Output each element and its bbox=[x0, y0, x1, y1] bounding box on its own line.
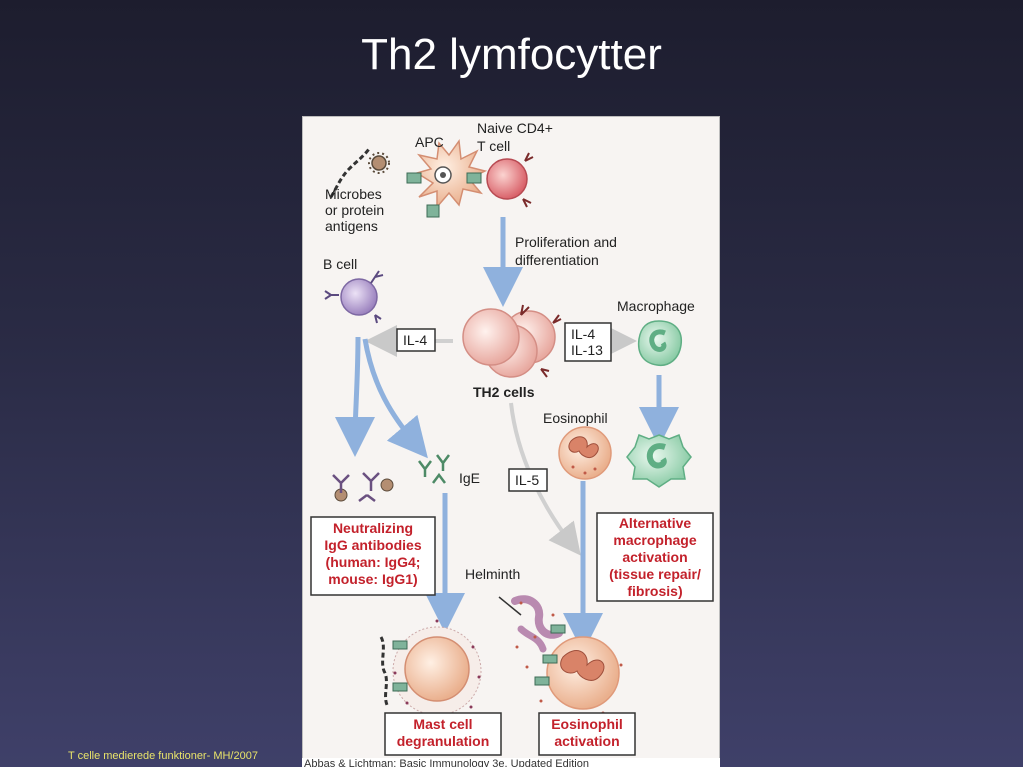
alternative-line-2: macrophage bbox=[613, 532, 696, 548]
neutralizing-igg-box bbox=[310, 516, 436, 596]
naive-t-cell-icon bbox=[486, 152, 534, 208]
label-microbes-line1: Microbes bbox=[325, 186, 382, 202]
activated-macrophage-icon bbox=[626, 434, 692, 488]
alternative-line-1: Alternative bbox=[619, 515, 692, 531]
slide-title: Th2 lymfocytter bbox=[361, 30, 662, 79]
alternative-line-4: (tissue repair/ bbox=[609, 566, 701, 582]
label-naive-line2: T cell bbox=[477, 138, 510, 154]
il4-il13-box bbox=[564, 322, 612, 362]
il4-left-box bbox=[396, 328, 436, 352]
th2-cells-icon bbox=[462, 304, 562, 378]
eos-act-line-1: Eosinophil bbox=[551, 716, 623, 732]
mast-cell-icon bbox=[379, 619, 482, 723]
apc-cell-icon bbox=[406, 138, 488, 218]
label-microbes-line3: antigens bbox=[325, 218, 378, 234]
mast-line-1: Mast cell bbox=[413, 716, 472, 732]
label-ige: IgE bbox=[459, 470, 480, 486]
il5-box bbox=[508, 468, 548, 492]
footer-text: T celle medierede funktioner- MH/2007 bbox=[68, 750, 258, 762]
igg-antibodies-icon bbox=[332, 472, 394, 502]
alternative-line-3: activation bbox=[622, 549, 687, 565]
label-helminth: Helminth bbox=[465, 566, 520, 582]
th2-diagram-figure: APC Naive CD4+ T cell Microbes or protei… bbox=[302, 116, 720, 767]
b-cell-icon bbox=[324, 270, 384, 324]
alternative-line-5: fibrosis) bbox=[627, 583, 682, 599]
label-apc: APC bbox=[415, 134, 444, 150]
label-eosinophil: Eosinophil bbox=[543, 410, 608, 426]
eos-act-line-2: activation bbox=[554, 733, 619, 749]
label-il4-right: IL-4 bbox=[571, 326, 595, 342]
neutralizing-line-4: mouse: IgG1) bbox=[328, 571, 417, 587]
mast-line-2: degranulation bbox=[397, 733, 490, 749]
macrophage-icon bbox=[637, 320, 683, 367]
neutralizing-line-3: (human: IgG4; bbox=[326, 554, 421, 570]
activated-eosinophil-icon bbox=[525, 624, 623, 715]
mast-cell-degranulation-box bbox=[384, 712, 502, 756]
microbe-icon bbox=[329, 148, 390, 198]
label-il5: IL-5 bbox=[515, 472, 539, 488]
figure-caption: Abbas & Lichtman: Basic Immunology 3e. U… bbox=[302, 758, 720, 767]
label-naive-line1: Naive CD4+ bbox=[477, 120, 553, 136]
arrow-bcell-to-igg bbox=[335, 336, 376, 457]
eosinophil-activation-box bbox=[538, 712, 636, 756]
label-b-cell: B cell bbox=[323, 256, 357, 272]
th2-diagram-svg: APC Naive CD4+ T cell Microbes or protei… bbox=[310, 120, 714, 756]
ige-antibodies-icon bbox=[418, 454, 450, 484]
label-macrophage: Macrophage bbox=[617, 298, 695, 314]
label-il13: IL-13 bbox=[571, 342, 603, 358]
alternative-macrophage-box bbox=[596, 512, 714, 602]
label-prolif-line1: Proliferation and bbox=[515, 234, 617, 250]
label-th2-cells: TH2 cells bbox=[473, 384, 535, 400]
helminth-icon bbox=[498, 595, 563, 653]
arrow-bcell-to-ige bbox=[362, 338, 428, 459]
label-microbes-line2: or protein bbox=[325, 202, 384, 218]
eosinophil-icon bbox=[558, 426, 612, 480]
label-il4-left: IL-4 bbox=[403, 332, 427, 348]
neutralizing-line-2: IgG antibodies bbox=[324, 537, 421, 553]
label-prolif-line2: differentiation bbox=[515, 252, 599, 268]
neutralizing-line-1: Neutralizing bbox=[333, 520, 413, 536]
